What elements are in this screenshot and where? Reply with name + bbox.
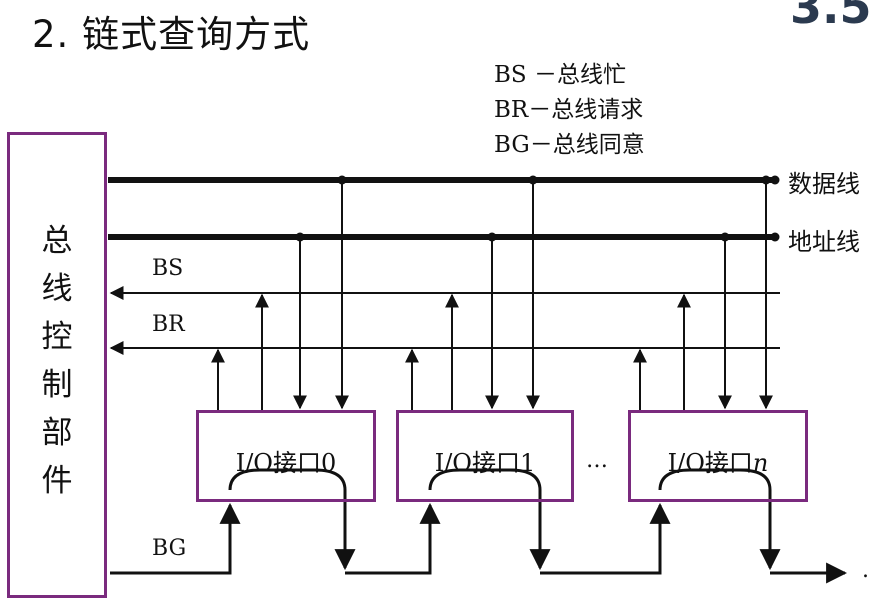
- io-interface-0: I/O接口0: [196, 410, 376, 502]
- address-bus-label: 地址线: [788, 228, 860, 256]
- bs-signal-label: BS: [152, 256, 184, 281]
- legend-br: BR－总线请求: [494, 97, 644, 123]
- io-interface-n-label: I/O接口n: [667, 449, 769, 477]
- bus-controller-label: 总 线 控 制 部 件: [41, 223, 73, 499]
- section-number: 3.5: [790, 0, 872, 34]
- iface0-addr-node: [295, 232, 305, 242]
- legend-bg: BG－总线同意: [494, 132, 645, 158]
- address-bus-end-node: [770, 232, 780, 242]
- legend-bs: BS －总线忙: [494, 62, 626, 88]
- chain-end-dot: .: [862, 558, 869, 583]
- io-interface-1-label: I/O接口1: [434, 449, 536, 477]
- iface1-data-node: [528, 175, 538, 185]
- data-bus-label: 数据线: [788, 170, 860, 198]
- bg-pass-0: [228, 468, 356, 571]
- bg-pass-n: [658, 468, 781, 571]
- page-title: 2. 链式查询方式: [32, 13, 311, 56]
- iface1-addr-node: [487, 232, 497, 242]
- data-bus-end-node: [770, 175, 780, 185]
- ifacen-addr-node: [720, 232, 730, 242]
- ifacen-data-node: [761, 175, 771, 185]
- bus-controller: 总 线 控 制 部 件: [7, 132, 107, 598]
- bg-signal-label: BG: [152, 536, 187, 561]
- bg-chain-0-1: [345, 502, 441, 575]
- iface0-data-node: [337, 175, 347, 185]
- io-interface-n: I/O接口n: [628, 410, 808, 502]
- br-signal-label: BR: [152, 312, 185, 337]
- io-interface-0-label: I/O接口0: [235, 449, 337, 477]
- interface-ellipsis: …: [586, 448, 610, 473]
- io-interface-1: I/O接口1: [396, 410, 574, 502]
- signal-legend: BS －总线忙 BR－总线请求 BG－总线同意: [494, 58, 645, 163]
- bg-pass-1: [428, 468, 551, 571]
- bg-chain-1-n: [540, 502, 671, 575]
- bg-chain-in-0: [110, 502, 241, 575]
